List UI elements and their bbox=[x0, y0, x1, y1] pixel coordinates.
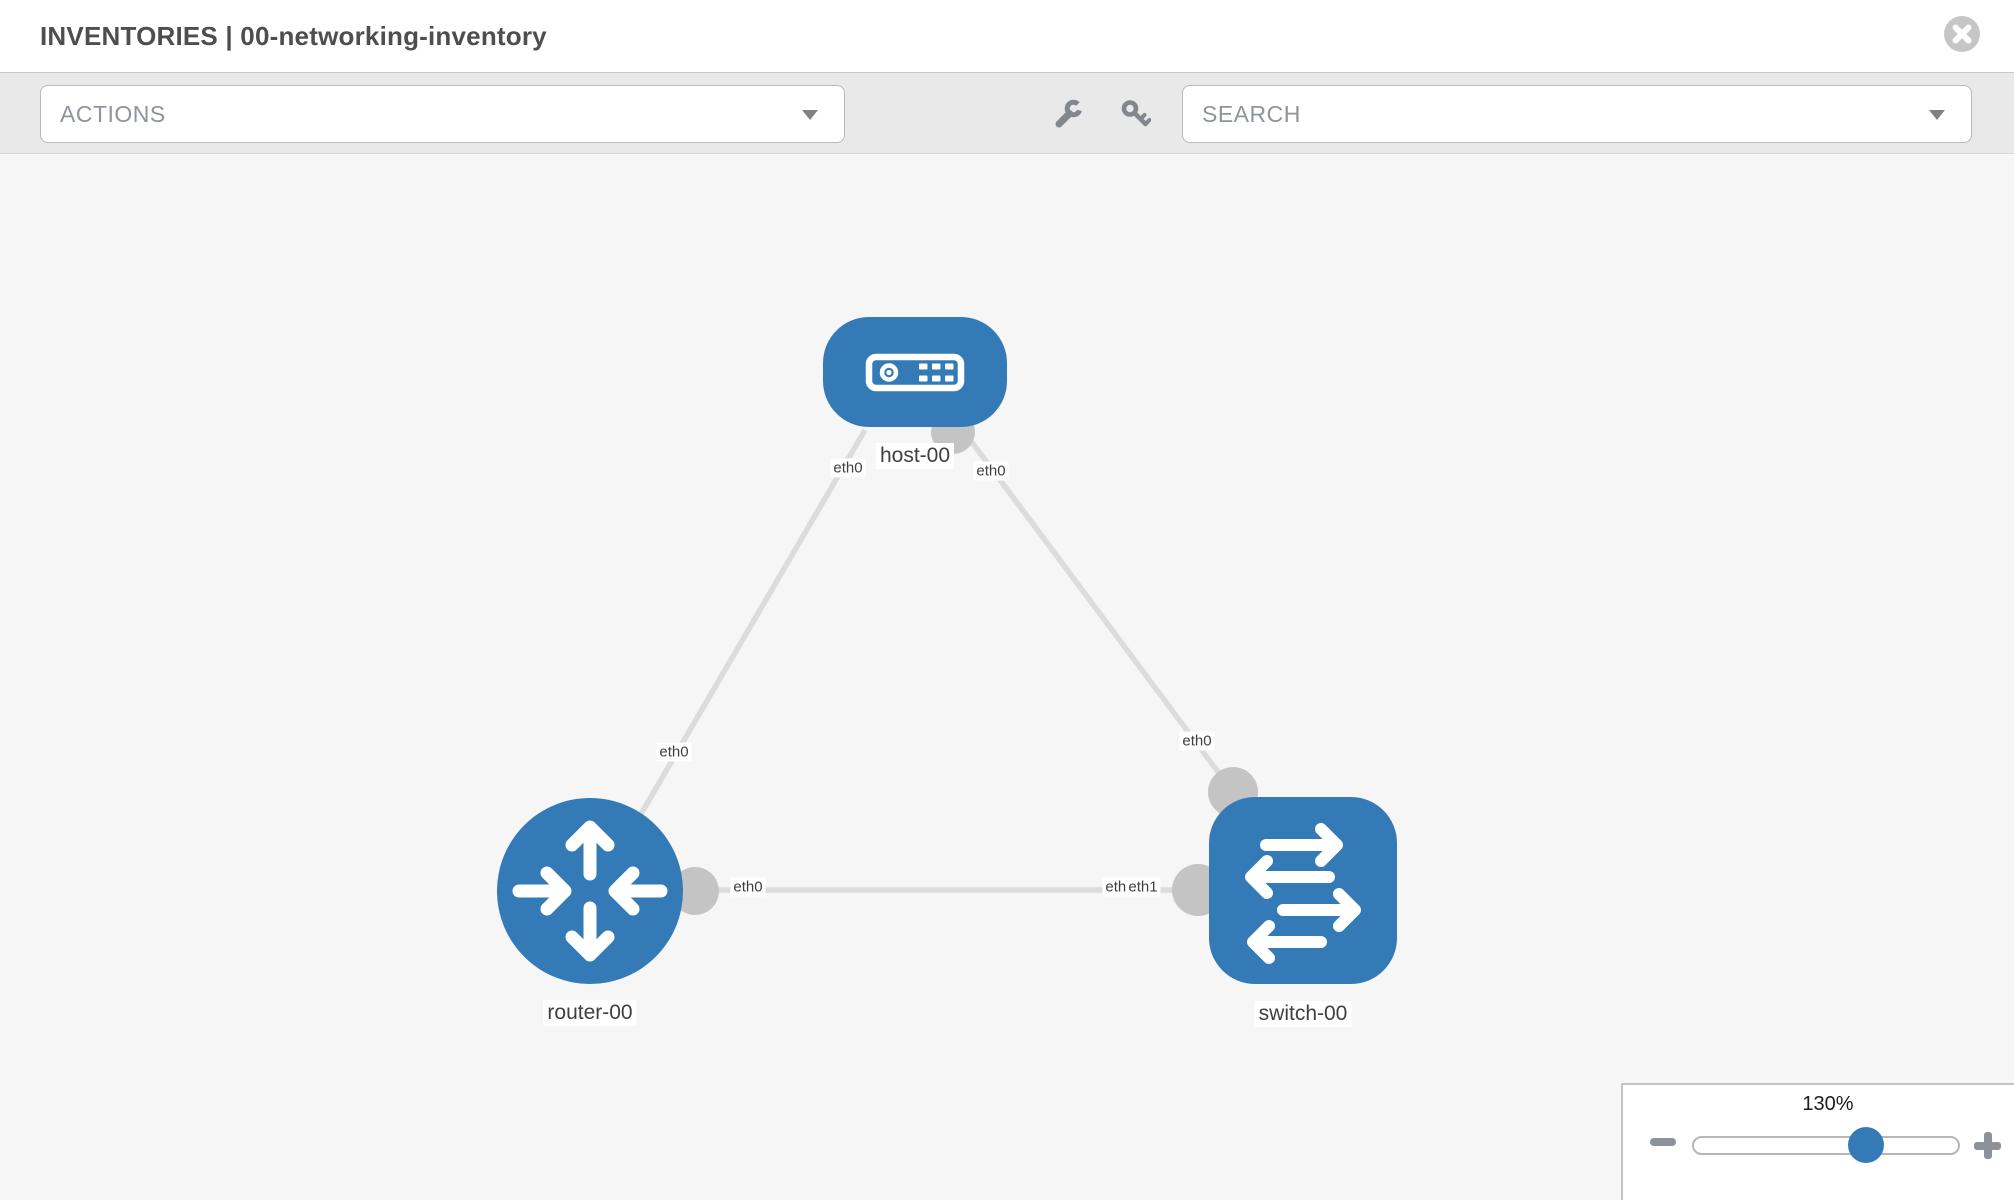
zoom-out-button[interactable] bbox=[1650, 1138, 1676, 1146]
header-bar: INVENTORIES | 00-networking-inventory bbox=[0, 0, 2014, 72]
chevron-down-icon bbox=[802, 110, 818, 120]
node-label-host-00: host-00 bbox=[875, 443, 955, 469]
interface-label: eth0 bbox=[830, 458, 866, 478]
router-icon bbox=[497, 820, 683, 988]
actions-dropdown[interactable]: ACTIONS bbox=[40, 85, 845, 143]
node-label-router-00: router-00 bbox=[543, 1000, 637, 1026]
credentials-button[interactable] bbox=[1119, 98, 1152, 133]
configure-button[interactable] bbox=[1052, 97, 1085, 133]
zoom-panel: 130% bbox=[1621, 1083, 2014, 1200]
toolbar: ACTIONS SEARCH bbox=[0, 72, 2014, 154]
host-icon bbox=[823, 353, 1007, 431]
close-button[interactable] bbox=[1943, 15, 1981, 53]
close-icon bbox=[1943, 16, 1981, 56]
interface-label: eth0 bbox=[1179, 731, 1215, 751]
interface-label: eth0 bbox=[730, 877, 766, 897]
zoom-in-button[interactable] bbox=[1974, 1132, 2001, 1159]
interface-label: eth0 bbox=[656, 742, 692, 762]
node-host-00[interactable] bbox=[823, 317, 1007, 427]
key-icon bbox=[1119, 100, 1152, 133]
page-title: INVENTORIES | 00-networking-inventory bbox=[40, 21, 547, 51]
zoom-slider[interactable] bbox=[1692, 1136, 1960, 1155]
search-dropdown-label: SEARCH bbox=[1202, 101, 1301, 127]
port-router-eth0 bbox=[671, 867, 719, 915]
wrench-icon bbox=[1052, 97, 1085, 133]
topology-canvas[interactable]: host-00 router-00 switch-00 eth0 eth0 et… bbox=[0, 154, 2014, 1200]
interface-label: eth0 bbox=[973, 461, 1009, 481]
actions-dropdown-label: ACTIONS bbox=[60, 101, 166, 127]
node-router-00[interactable] bbox=[497, 798, 683, 984]
node-label-switch-00: switch-00 bbox=[1254, 1001, 1352, 1027]
switch-icon bbox=[1209, 823, 1397, 988]
search-dropdown[interactable]: SEARCH bbox=[1182, 85, 1972, 143]
node-switch-00[interactable] bbox=[1209, 797, 1397, 984]
links-layer bbox=[638, 410, 1258, 916]
chevron-down-icon bbox=[1929, 110, 1945, 120]
interface-label: eth1 bbox=[1125, 877, 1161, 897]
zoom-level-value: 130% bbox=[1802, 1093, 1854, 1115]
zoom-slider-handle[interactable] bbox=[1848, 1127, 1884, 1163]
